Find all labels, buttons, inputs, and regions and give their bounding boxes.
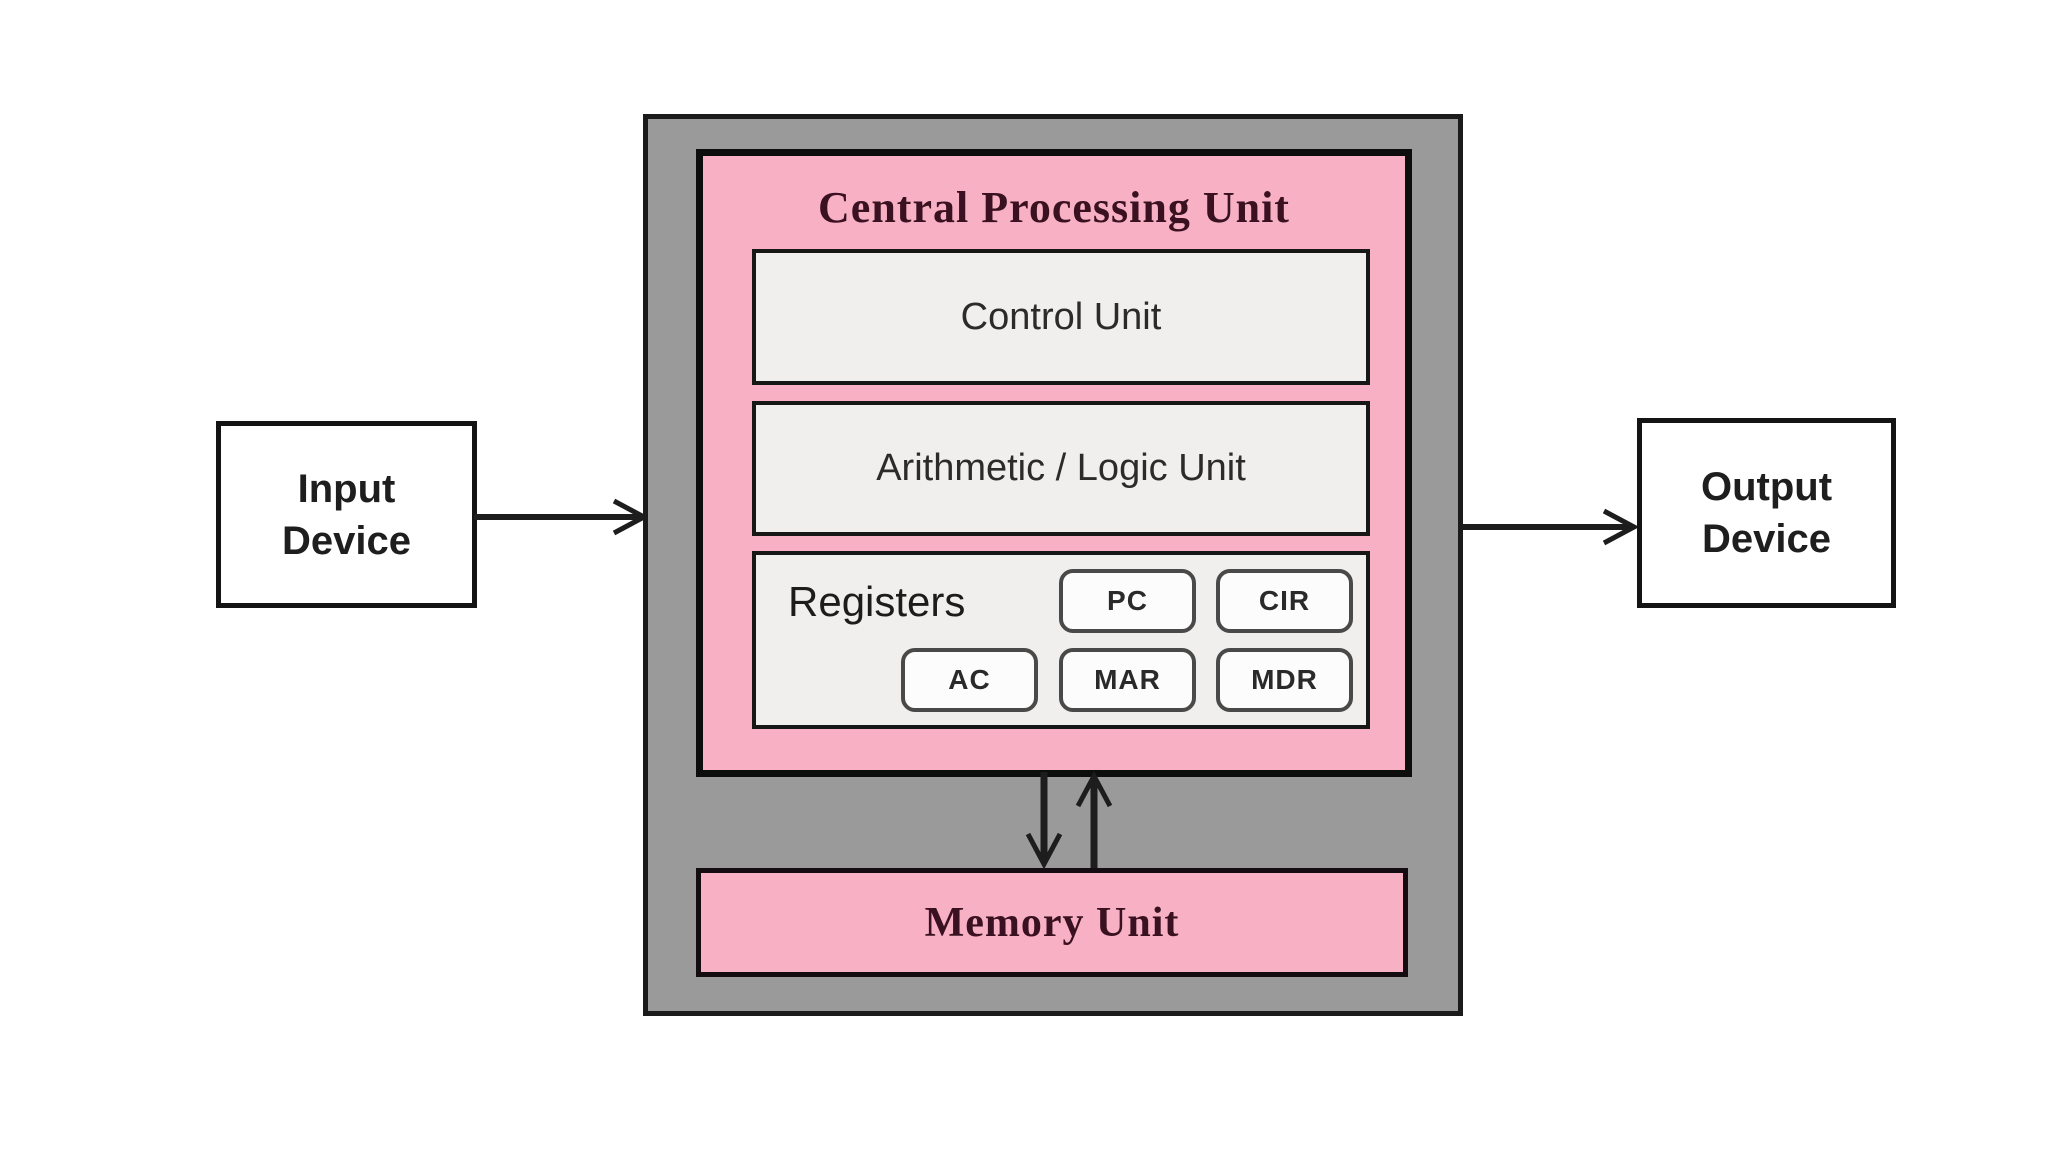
control-unit-label: Control Unit	[960, 295, 1162, 338]
register-chip-mdr: MDR	[1216, 648, 1353, 712]
alu-label: Arithmetic / Logic Unit	[876, 447, 1246, 489]
registers-label: Registers	[788, 578, 966, 625]
cpu-box: Central Processing Unit Control Unit Ari…	[696, 149, 1412, 777]
cpu-to-memory-arrow	[1025, 772, 1063, 870]
registers-box: Registers PC CIR AC MAR MDR	[752, 551, 1370, 729]
input-device-label-line1: Input	[297, 466, 396, 511]
memory-unit-box: Memory Unit	[696, 868, 1408, 977]
memory-unit-label: Memory Unit	[924, 899, 1180, 946]
input-device-box: Input Device	[216, 421, 477, 608]
input-to-cpu-arrow	[474, 498, 650, 536]
register-chip-ac: AC	[901, 648, 1038, 712]
output-device-label-line2: Device	[1702, 517, 1831, 561]
cpu-to-output-arrow	[1460, 508, 1640, 546]
register-chip-mar: MAR	[1059, 648, 1196, 712]
system-container: Central Processing Unit Control Unit Ari…	[643, 114, 1463, 1016]
control-unit-box: Control Unit	[752, 249, 1370, 385]
memory-to-cpu-arrow	[1075, 770, 1113, 868]
input-device-label: Input Device	[282, 463, 411, 567]
register-chip-cir: CIR	[1216, 569, 1353, 633]
output-device-box: Output Device	[1637, 418, 1896, 608]
alu-box: Arithmetic / Logic Unit	[752, 401, 1370, 536]
output-device-label-line1: Output	[1700, 465, 1833, 509]
cpu-title: Central Processing Unit	[818, 183, 1290, 232]
input-device-label-line2: Device	[282, 518, 411, 563]
output-device-label: Output Device	[1701, 461, 1832, 565]
register-chip-pc: PC	[1059, 569, 1196, 633]
